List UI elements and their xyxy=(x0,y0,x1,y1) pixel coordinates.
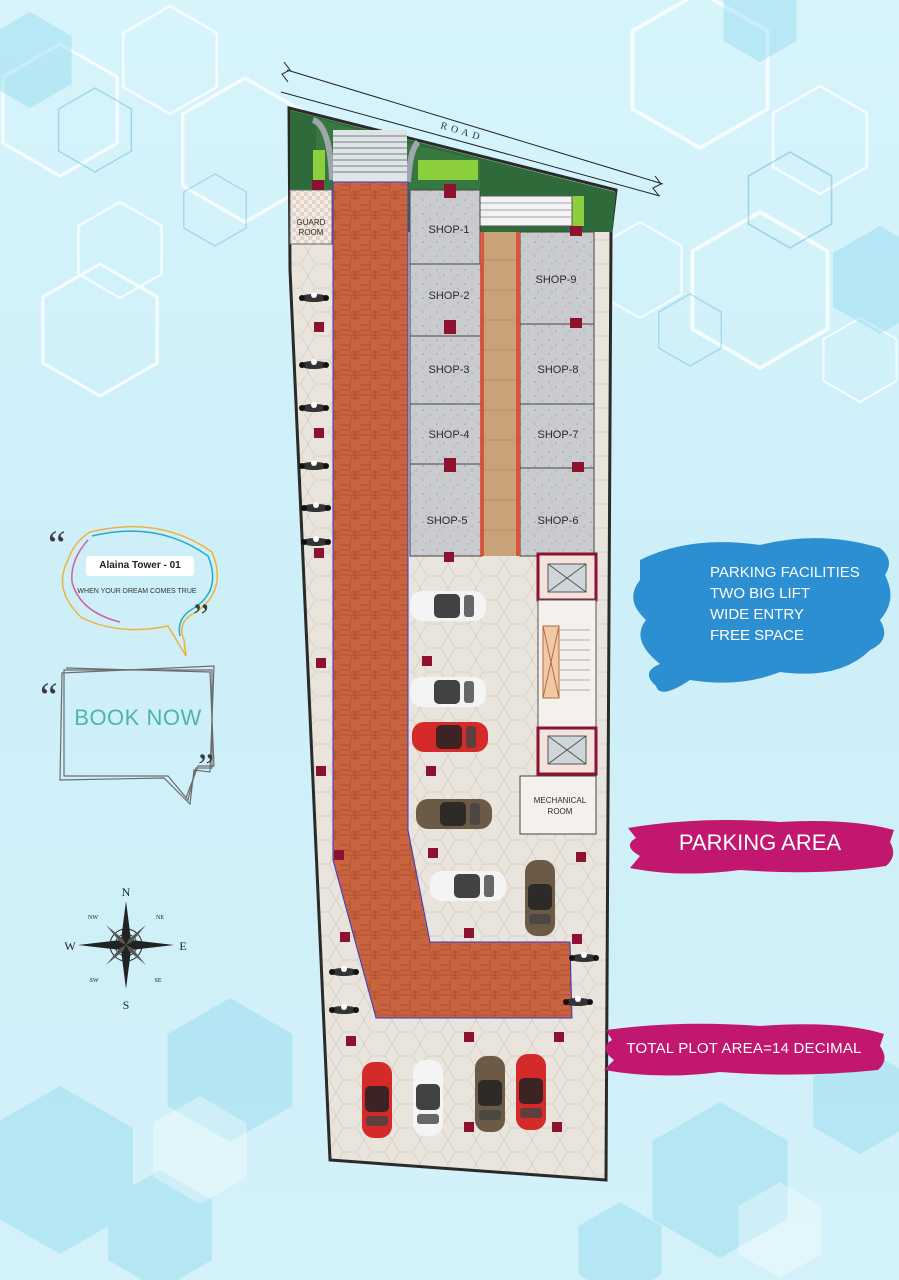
compass-west-label: W xyxy=(64,939,76,953)
compass-north-label: N xyxy=(122,885,131,899)
compass-nw-label: NW xyxy=(88,915,98,921)
book-now-bubble xyxy=(59,665,215,806)
shop-4 xyxy=(409,403,483,465)
shop-7 xyxy=(519,403,595,469)
shop-9-label: SHOP-9 xyxy=(536,274,577,286)
shop-corridor xyxy=(482,232,520,556)
close-quote-icon: ” xyxy=(193,596,209,636)
planter xyxy=(313,150,325,180)
shop-6-label: SHOP-6 xyxy=(538,515,579,527)
shop-5 xyxy=(409,463,483,557)
shop-1-label: SHOP-1 xyxy=(429,224,470,236)
parking-area-banner: PARKING AREA xyxy=(678,830,842,855)
plot-area-banner-bg xyxy=(604,1023,885,1076)
shop-6 xyxy=(519,467,595,557)
compass-ne-label: NE xyxy=(156,915,164,921)
feature-item: PARKING FACILITIES xyxy=(710,564,860,581)
road-edge xyxy=(280,61,664,197)
shop-2-label: SHOP-2 xyxy=(429,290,470,302)
shop-8 xyxy=(519,323,595,405)
mechanical-room-label-2: ROOM xyxy=(548,807,573,816)
planter xyxy=(570,196,584,226)
feature-item: TWO BIG LIFT xyxy=(710,585,810,602)
shop-3 xyxy=(409,335,483,405)
close-quote-icon: ” xyxy=(198,746,214,786)
main-walkway xyxy=(332,181,573,1019)
tower-tagline: WHEN YOUR DREAM COMES TRUE xyxy=(77,588,197,595)
shop-9 xyxy=(519,231,595,325)
mechanical-room xyxy=(519,775,597,835)
compass-south-label: S xyxy=(123,998,130,1012)
shop-8-label: SHOP-8 xyxy=(538,364,579,376)
compass-sw-label: SW xyxy=(90,978,99,984)
compass-se-label: SE xyxy=(154,978,161,984)
features-list: PARKING FACILITIES TWO BIG LIFT WIDE ENT… xyxy=(710,562,860,646)
columns xyxy=(312,180,586,1132)
compass-east-label: E xyxy=(179,939,186,953)
compass-rose-icon xyxy=(78,901,174,989)
mechanical-room-label-1: MECHANICAL xyxy=(534,796,587,805)
blue-paint-splash xyxy=(633,538,891,692)
guard-room xyxy=(289,189,333,245)
tower-title: Alaina Tower - 01 xyxy=(86,556,194,576)
shop-4-label: SHOP-4 xyxy=(429,429,470,441)
planter xyxy=(418,160,478,180)
book-now-button[interactable]: BOOK NOW xyxy=(74,705,202,730)
lift-core xyxy=(536,552,598,776)
entrance-stairs xyxy=(311,117,421,183)
shop-7-label: SHOP-7 xyxy=(538,429,579,441)
guard-room-label-2: ROOM xyxy=(299,228,324,237)
open-quote-icon: “ xyxy=(40,674,58,719)
guard-room-label-1: GUARD xyxy=(297,218,326,227)
open-quote-icon: “ xyxy=(48,522,66,567)
shop-5-label: SHOP-5 xyxy=(427,515,468,527)
tower-speech-bubble xyxy=(61,525,219,657)
feature-item: FREE SPACE xyxy=(710,627,804,644)
shop-blocks xyxy=(409,189,595,557)
plot-area-banner: TOTAL PLOT AREA=14 DECIMAL xyxy=(626,1040,862,1057)
feature-item: WIDE ENTRY xyxy=(710,606,804,623)
parking-area-banner-bg xyxy=(628,820,894,874)
shop-3-label: SHOP-3 xyxy=(429,364,470,376)
